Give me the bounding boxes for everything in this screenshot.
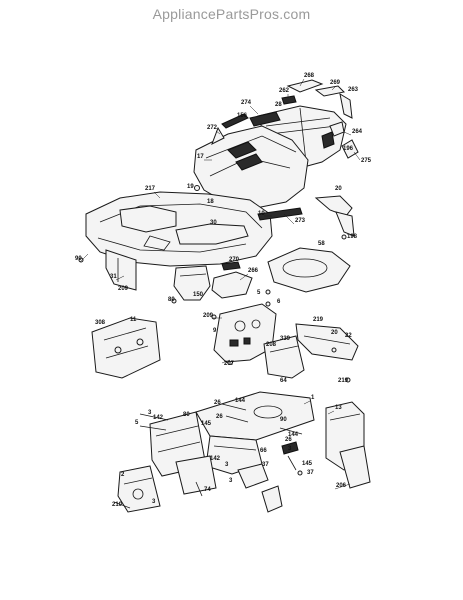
callout-c31: 31 (110, 274, 117, 280)
callout-c90b: 90 (280, 417, 287, 423)
callout-c270: 270 (229, 257, 240, 263)
callout-c156: 156 (237, 113, 248, 119)
dash-panel (213, 303, 359, 379)
callout-c268: 268 (304, 73, 315, 79)
callout-c74: 74 (204, 487, 211, 493)
callout-c145b: 145 (302, 461, 313, 467)
hood-trim-pieces (281, 79, 353, 119)
callout-c3d: 3 (229, 478, 233, 484)
callout-c9: 9 (213, 328, 217, 334)
callout-c20b: 20 (331, 330, 338, 336)
callout-c266: 266 (248, 268, 259, 274)
callout-c144b: 144 (288, 432, 299, 438)
callout-c3c: 3 (225, 462, 229, 468)
callout-c26c: 26 (285, 437, 292, 443)
callout-c5a: 5 (257, 290, 261, 296)
callout-c80: 80 (168, 297, 175, 303)
callout-c58: 58 (318, 241, 325, 247)
callout-c28: 28 (275, 102, 282, 108)
callout-c90: 90 (75, 256, 82, 262)
callout-c18: 18 (207, 199, 214, 205)
callout-c150: 150 (193, 292, 204, 298)
callout-c37: 37 (262, 462, 269, 468)
callout-c274: 274 (241, 100, 252, 106)
callout-c207: 207 (224, 361, 235, 367)
callout-c275: 275 (361, 158, 372, 164)
callout-c339: 339 (280, 336, 291, 342)
callout-c20: 20 (335, 186, 342, 192)
callout-c145a: 145 (201, 421, 212, 427)
callout-c209a: 209 (118, 286, 129, 292)
watermark: AppliancePartsPros.com (152, 6, 311, 22)
callout-c10: 10 (258, 211, 265, 217)
callout-c217: 217 (145, 186, 156, 192)
callout-c206: 206 (336, 483, 347, 489)
callout-c64: 64 (280, 378, 287, 384)
callout-c30: 30 (210, 220, 217, 226)
callout-c17: 17 (197, 154, 204, 160)
callout-c142b: 142 (210, 456, 221, 462)
callout-c219a: 219 (313, 317, 324, 323)
callout-c6: 6 (277, 299, 281, 305)
callout-c308: 308 (95, 320, 106, 326)
callout-c269: 269 (330, 80, 341, 86)
callout-c144a: 144 (235, 398, 246, 404)
callout-c209b: 209 (203, 313, 214, 319)
callout-c3b: 3 (288, 446, 292, 452)
callout-c66: 66 (260, 448, 267, 454)
callout-c3a: 3 (148, 410, 152, 416)
leader-lines (79, 78, 361, 490)
callout-c196: 196 (343, 146, 354, 152)
callout-c210: 210 (112, 502, 123, 508)
callout-c208: 208 (266, 342, 277, 348)
callout-c11: 11 (130, 317, 137, 323)
callout-c2: 2 (121, 472, 125, 478)
callout-c26a: 26 (214, 400, 221, 406)
callout-c19: 19 (187, 184, 194, 190)
callout-c263: 263 (348, 87, 359, 93)
callout-c13: 13 (335, 405, 342, 411)
callout-c273: 273 (295, 218, 306, 224)
callout-c219b: 219 (338, 378, 349, 384)
frame-chassis (113, 391, 371, 513)
callout-c80b: 80 (183, 412, 190, 418)
callout-c262: 262 (279, 88, 290, 94)
callout-c1: 1 (311, 395, 315, 401)
callout-c142a: 142 (153, 415, 164, 421)
callout-c37b: 37 (307, 470, 314, 476)
fender-body (85, 191, 355, 301)
callout-c3e: 3 (152, 499, 156, 505)
callout-c198: 198 (347, 234, 358, 240)
callout-c264: 264 (352, 129, 363, 135)
hood-assembly (193, 105, 359, 209)
callout-c26b: 26 (216, 414, 223, 420)
callout-c272: 272 (207, 125, 218, 131)
callout-c5b: 5 (135, 420, 139, 426)
left-side-plate (91, 317, 161, 379)
callout-c22: 22 (345, 333, 352, 339)
